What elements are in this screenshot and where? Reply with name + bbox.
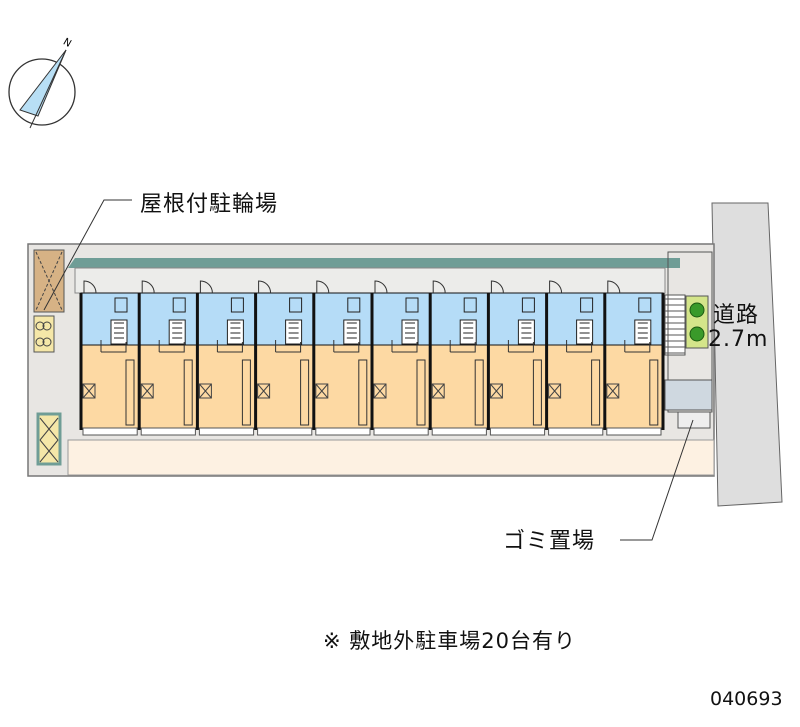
planter (685, 295, 709, 349)
apartment-unit (603, 280, 664, 436)
apartment-unit (486, 280, 548, 436)
apartment-unit (137, 280, 198, 436)
rear-path (67, 439, 715, 476)
north-label: N (61, 37, 73, 50)
stairs (664, 294, 686, 356)
apartment-unit (312, 280, 373, 436)
apartment-unit (428, 280, 489, 436)
property-id: 040693 (710, 688, 783, 710)
parking-note: ※ 敷地外駐車場20台有り (323, 629, 576, 653)
apartment-unit (254, 280, 315, 436)
apartment-unit (370, 280, 431, 436)
tiled-area (664, 379, 713, 411)
garbage-leader-line (620, 419, 694, 541)
garbage-area-label: ゴミ置場 (503, 529, 596, 554)
bicycle-parking-label: 屋根付駐輪場 (140, 192, 279, 217)
apartment-unit (545, 280, 606, 436)
bicycle-leader-line (43, 199, 132, 311)
bicycle-rack (33, 315, 55, 353)
apartment-unit (195, 280, 257, 436)
storage-box (36, 412, 62, 466)
garbage-area (677, 411, 711, 429)
road-width-label: 2.7m (708, 327, 769, 352)
compass-icon: N (8, 37, 76, 129)
apartment-unit (79, 280, 140, 436)
corridor-roof (68, 258, 680, 268)
road (711, 202, 783, 507)
road-name-label: 道路 (713, 303, 760, 328)
